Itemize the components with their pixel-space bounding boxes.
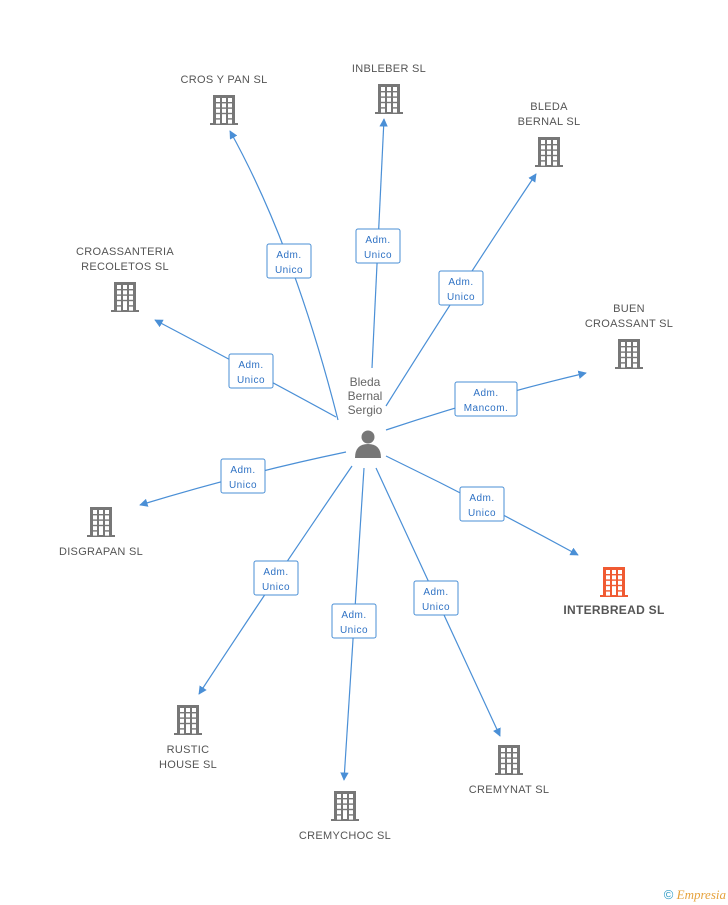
role-label-line: Adm.	[238, 360, 263, 371]
role-label-line: Unico	[262, 582, 290, 593]
person-icon	[355, 430, 381, 458]
watermark-text: Empresia	[676, 887, 726, 902]
role-label: Adm. Unico	[266, 243, 312, 279]
company-name: RECOLETOS SL	[81, 261, 169, 273]
company-node-cremynat[interactable]: CREMYNAT SL	[469, 745, 550, 796]
empresia-watermark: © Empresia	[664, 887, 726, 903]
role-label-line: Unico	[340, 625, 368, 636]
company-name: BERNAL SL	[518, 116, 581, 128]
person-name-line: Bernal	[348, 389, 383, 403]
role-label: Adm. Mancom.	[454, 381, 518, 417]
company-name: CROS Y PAN SL	[180, 74, 267, 86]
company-node-cremychoc[interactable]: CREMYCHOC SL	[299, 791, 391, 842]
role-label-line: Adm.	[276, 250, 301, 261]
role-label: Adm. Unico	[220, 458, 266, 494]
role-label-line: Unico	[237, 375, 265, 386]
building-icon[interactable]	[111, 282, 139, 312]
building-icon[interactable]	[174, 705, 202, 735]
role-label-line: Adm.	[365, 235, 390, 246]
role-label: Adm. Unico	[253, 560, 299, 596]
building-icon[interactable]	[331, 791, 359, 821]
company-name: CREMYCHOC SL	[299, 830, 391, 842]
role-label-line: Unico	[229, 480, 257, 491]
role-label-line: Adm.	[448, 277, 473, 288]
role-label-line: Unico	[468, 508, 496, 519]
role-label: Adm. Unico	[331, 603, 377, 639]
role-label-line: Unico	[275, 265, 303, 276]
company-node-croassanteria[interactable]: CROASSANTERIA RECOLETOS SL	[76, 246, 174, 312]
company-name: INBLEBER SL	[352, 63, 426, 75]
company-name: CROASSANT SL	[585, 318, 673, 330]
role-label: Adm. Unico	[459, 486, 505, 522]
role-label: Adm. Unico	[355, 228, 401, 264]
role-label-line: Unico	[422, 602, 450, 613]
building-icon[interactable]	[535, 137, 563, 167]
building-icon[interactable]	[87, 507, 115, 537]
person-name-line: Bleda	[350, 375, 381, 389]
company-node-buen[interactable]: BUEN CROASSANT SL	[585, 303, 673, 369]
role-label: Adm. Unico	[228, 353, 274, 389]
role-label-line: Adm.	[230, 465, 255, 476]
copyright-icon: ©	[663, 887, 674, 902]
company-name: CREMYNAT SL	[469, 784, 550, 796]
company-node-rustic[interactable]: RUSTIC HOUSE SL	[159, 705, 217, 771]
company-name: RUSTIC	[167, 744, 210, 756]
company-node-disgrapan[interactable]: DISGRAPAN SL	[59, 507, 143, 558]
role-label: Adm. Unico	[438, 270, 484, 306]
building-icon[interactable]	[210, 95, 238, 125]
building-icon[interactable]	[600, 567, 628, 597]
role-label-line: Adm.	[473, 388, 498, 399]
company-name: DISGRAPAN SL	[59, 546, 143, 558]
role-label-line: Unico	[364, 250, 392, 261]
company-node-inbleber[interactable]: INBLEBER SL	[352, 63, 426, 114]
building-icon[interactable]	[615, 339, 643, 369]
person-name-line: Sergio	[348, 403, 383, 417]
company-node-bleda[interactable]: BLEDA BERNAL SL	[518, 101, 581, 167]
company-node-interbread[interactable]: INTERBREAD SL	[563, 567, 664, 617]
company-name: BLEDA	[530, 101, 568, 113]
company-name: BUEN	[613, 303, 645, 315]
building-icon[interactable]	[375, 84, 403, 114]
building-icon[interactable]	[495, 745, 523, 775]
role-label-line: Unico	[447, 292, 475, 303]
role-label-line: Mancom.	[464, 403, 509, 414]
company-name: INTERBREAD SL	[563, 603, 664, 617]
role-label-line: Adm.	[341, 610, 366, 621]
company-name: CROASSANTERIA	[76, 246, 174, 258]
role-label-line: Adm.	[469, 493, 494, 504]
role-label-line: Adm.	[423, 587, 448, 598]
role-label-line: Adm.	[263, 567, 288, 578]
company-node-cros[interactable]: CROS Y PAN SL	[180, 74, 267, 125]
role-label: Adm. Unico	[413, 580, 459, 616]
company-name: HOUSE SL	[159, 759, 217, 771]
